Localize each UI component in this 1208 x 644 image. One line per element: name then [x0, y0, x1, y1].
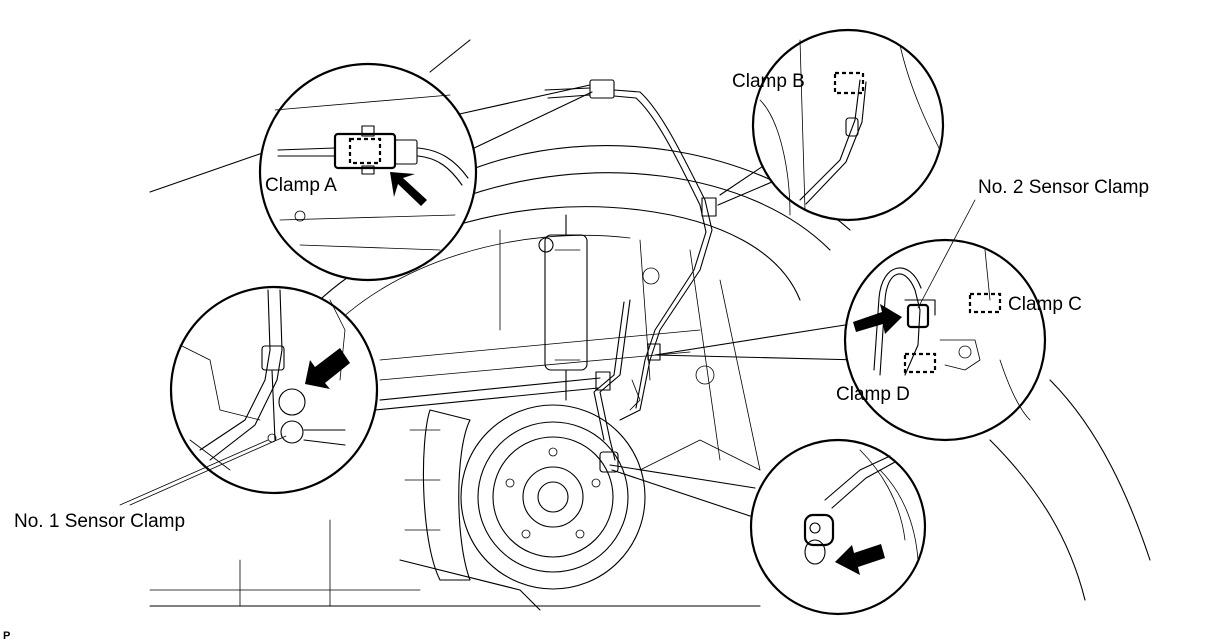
label-clamp-d: Clamp D [836, 384, 910, 405]
label-no2-sensor-clamp: No. 2 Sensor Clamp [978, 177, 1149, 198]
corner-mark: P [3, 630, 10, 642]
no2-clamp-arrow [853, 304, 902, 334]
label-clamp-c: Clamp C [1008, 294, 1082, 315]
detail-circle-no1-sensor-clamp [169, 285, 379, 495]
detail-circle-sensor-mount [749, 438, 927, 616]
sensor-harness [544, 79, 717, 473]
shock-absorber [538, 214, 715, 401]
detail-circle-clamp-a [258, 62, 478, 282]
brake-caliper [399, 409, 541, 611]
clamp-a-arrow [390, 172, 427, 206]
label-clamp-a: Clamp A [265, 175, 337, 196]
sensor-mount-arrow [835, 544, 885, 575]
brake-rotor-hub [460, 404, 761, 590]
detail-circle-clamp-c-d [843, 238, 1047, 442]
label-clamp-b: Clamp B [732, 71, 805, 92]
vehicle-body-lines [149, 39, 1151, 607]
detail-circle-clamp-b [751, 28, 945, 222]
label-leaders [119, 199, 976, 506]
no1-clamp-arrow [305, 348, 350, 389]
label-no1-sensor-clamp: No. 1 Sensor Clamp [14, 511, 185, 532]
